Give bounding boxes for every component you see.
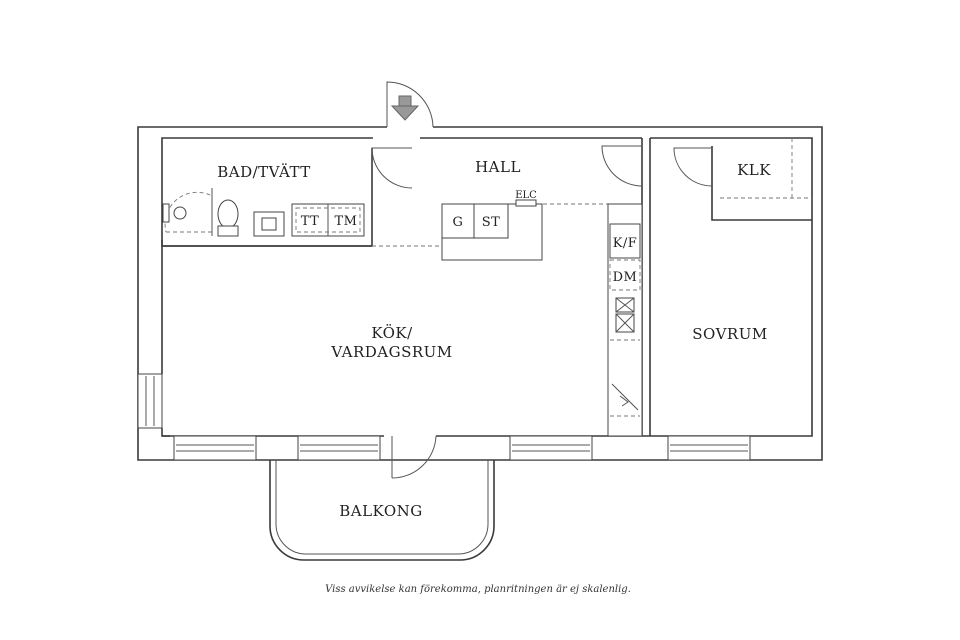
fixture-label-tm: TM [335, 214, 358, 229]
interior-walls [161, 138, 812, 437]
room-label-balkong: BALKONG [339, 502, 423, 520]
windows-bottom [173, 435, 751, 461]
fixture-label-g: G [453, 215, 464, 230]
room-label-sovrum: SOVRUM [692, 325, 767, 343]
entrance-arrow-icon [390, 105, 420, 121]
fixture-label-tt: TT [301, 214, 320, 229]
disclaimer-note: Viss avvikelse kan förekomma, planritnin… [325, 584, 631, 595]
window-left [137, 373, 163, 429]
hall-details [372, 199, 642, 261]
room-label-bad: BAD/TVÄTT [217, 163, 311, 181]
room-label-kok-1: KÖK/ [371, 324, 413, 342]
fixture-label-elc: ELC [515, 190, 537, 201]
balcony [269, 460, 495, 561]
closet-details [720, 138, 812, 199]
door-swings [371, 145, 713, 479]
bathroom-fixtures [162, 188, 365, 237]
fixture-label-kf: K/F [613, 236, 638, 251]
fixture-label-st: ST [482, 215, 501, 230]
room-label-kok-2: VARDAGSRUM [330, 343, 452, 361]
room-label-hall: HALL [475, 158, 521, 176]
room-label-klk: KLK [737, 161, 771, 179]
entrance-door [386, 81, 434, 128]
kitchen-cabinets [607, 203, 643, 437]
fixture-label-dm: DM [613, 270, 638, 285]
